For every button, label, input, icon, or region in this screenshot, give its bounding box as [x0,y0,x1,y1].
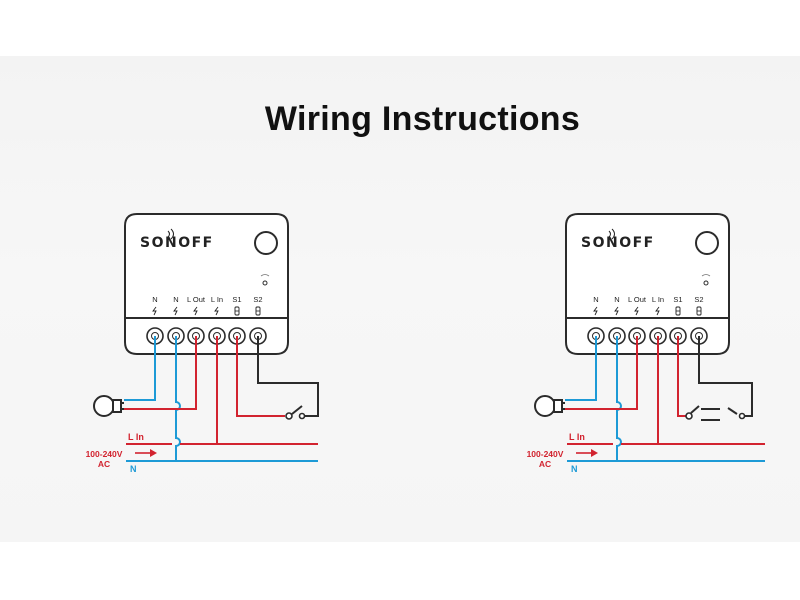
pair-button [254,231,278,255]
brand-logo: SONOFF [581,235,655,251]
arrow-right-icon [576,449,598,457]
supply-ac-label: AC [539,459,551,469]
pair-button [695,231,719,255]
supply-ac-label: AC [98,459,110,469]
two-way-switch-icon [685,405,746,421]
wifi-indicator-icon [260,274,270,286]
terminal-label-s1: S1 [232,295,241,304]
wall-switch-icon [285,405,306,420]
diagram-left: SONOFF N N L Out L In S1 S2 [86,213,319,474]
terminal-label-n1: N [152,295,157,304]
device-left: SONOFF N N L Out L In S1 S2 [124,213,289,355]
terminal-label-s2: S2 [253,295,262,304]
supply-voltage-label: 100-240V [527,449,564,459]
terminal-label-s1: S1 [673,295,682,304]
device-right: SONOFF N N L Out L In S1 S2 [565,213,730,355]
supply-line-label: L In [569,432,585,442]
brand-logo: SONOFF [140,235,214,251]
terminal-label-lout: L Out [628,295,647,304]
wires-left [124,336,319,462]
supply-neutral-label: N [130,464,137,474]
page-title: Wiring Instructions [264,100,581,138]
supply-voltage-label: 100-240V [86,449,123,459]
light-bulb-icon [534,395,566,417]
terminal-label-n2: N [173,295,178,304]
terminal-label-lin: L In [652,295,664,304]
supply-line-label: L In [128,432,144,442]
wifi-indicator-icon [701,274,711,286]
light-bulb-icon [93,395,125,417]
supply-neutral-label: N [571,464,578,474]
wires-right [565,336,765,462]
terminal-label-lout: L Out [187,295,206,304]
arrow-right-icon [135,449,157,457]
terminal-label-s2: S2 [694,295,703,304]
terminal-label-lin: L In [211,295,223,304]
terminal-label-n1: N [593,295,598,304]
terminal-label-n2: N [614,295,619,304]
diagram-right: SONOFF N N L Out L In S1 S2 [527,213,765,474]
